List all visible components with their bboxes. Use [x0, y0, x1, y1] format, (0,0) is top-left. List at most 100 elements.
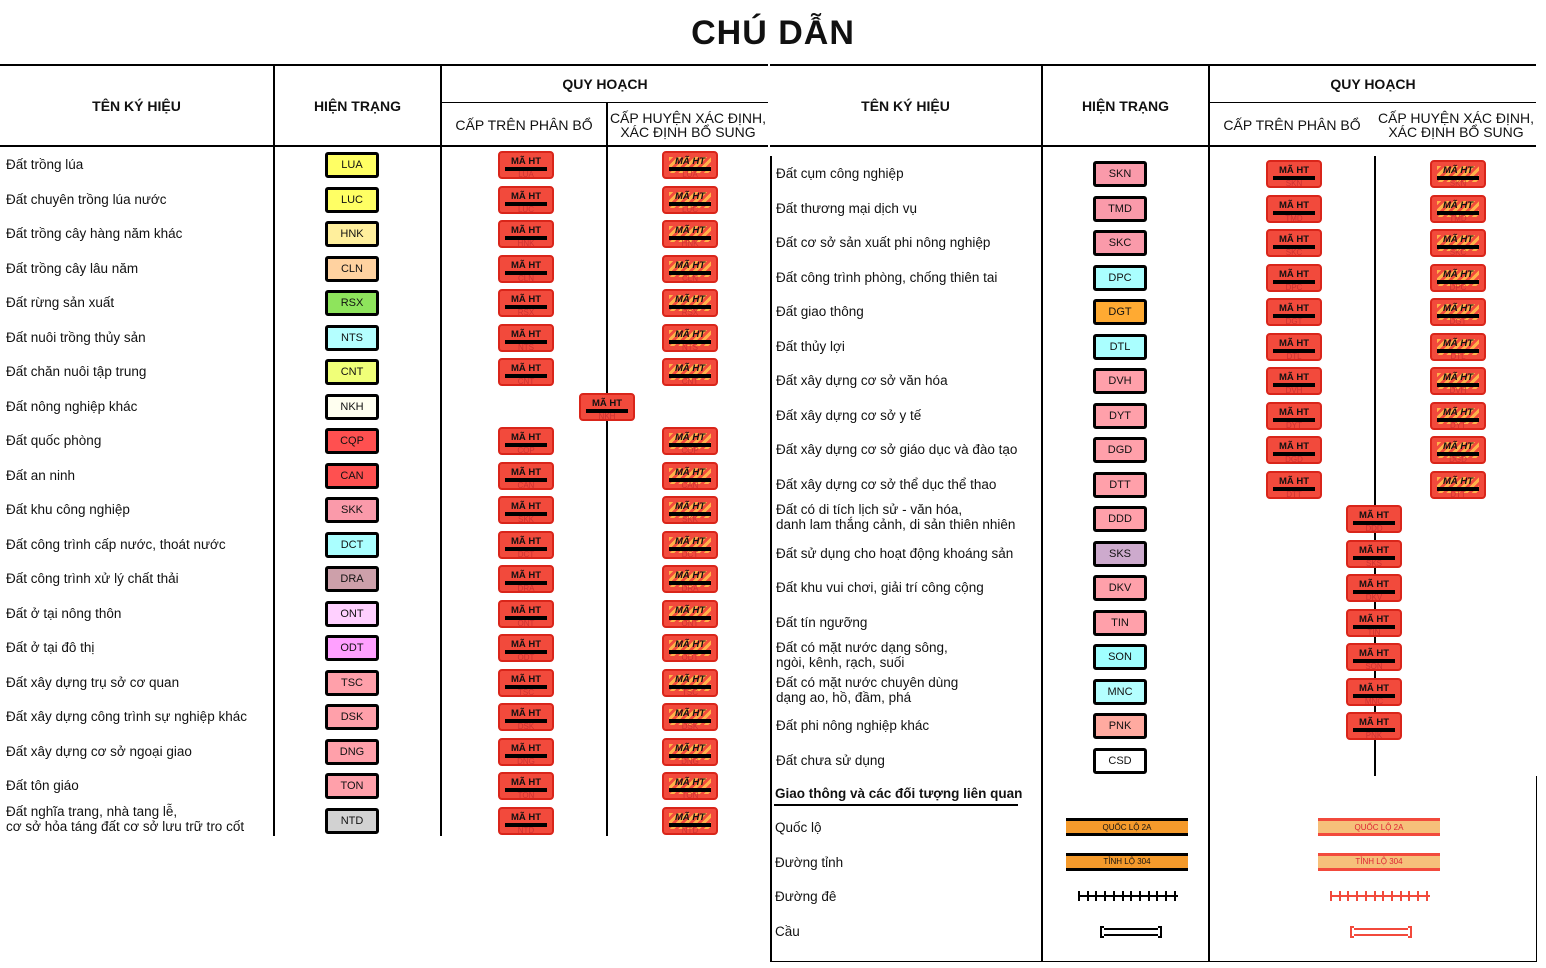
plan-symbol-strike: [669, 374, 711, 378]
row-label: Đất cụm công nghiệp: [776, 166, 904, 181]
plan-symbol-code: HNK: [517, 239, 535, 248]
row-label: Đất công trình xử lý chất thải: [6, 571, 179, 586]
row-label-line1: Đất xây dựng cơ sở văn hóa: [776, 373, 948, 388]
row-label: Đất công trình cấp nước, thoát nước: [6, 537, 226, 552]
column-divider: [1374, 156, 1376, 776]
plan-upper-symbol: MÃ HT DDD: [1346, 505, 1402, 533]
row-label: Đất công trình phòng, chống thiên tai: [776, 270, 997, 285]
plan-symbol-strike: [505, 270, 547, 275]
plan-symbol-label: MÃ HT: [510, 570, 542, 581]
status-code-box: CSD: [1093, 747, 1147, 774]
plan-symbol-code: DDD: [1365, 524, 1383, 533]
plan-symbol-code: DGD: [1285, 455, 1303, 464]
plan-symbol-strike: [1273, 348, 1315, 353]
row-label: Đất có mặt nước dạng sông,ngòi, kênh, rạ…: [776, 640, 948, 670]
plan-symbol-code: MNC: [1364, 696, 1384, 706]
status-code-box: TIN: [1093, 609, 1147, 636]
plan-symbol-strike: [505, 753, 547, 758]
plan-symbol-strike: [1353, 624, 1395, 629]
status-code-box: DGT: [1093, 299, 1147, 325]
plan-symbol-strike: [505, 822, 547, 827]
transport-label: Cầu: [775, 923, 800, 939]
status-code-box: TON: [325, 773, 379, 799]
plan-symbol-strike: [1273, 176, 1315, 180]
dike-tick: [1425, 891, 1428, 901]
status-code-box: RSX: [325, 290, 379, 316]
row-label-line1: Đất có mặt nước chuyên dùng: [776, 674, 959, 690]
plan-symbol-label: MÃ HT: [1442, 303, 1474, 314]
header-status: HIỆN TRẠNG: [313, 97, 402, 114]
plan-symbol-code: SKN: [1449, 179, 1467, 188]
plan-symbol-strike: [669, 615, 711, 620]
row-label: Đất rừng sản xuất: [6, 295, 114, 310]
transport-heading-underline: [774, 804, 1018, 806]
dike-tick: [1156, 891, 1159, 901]
bridge-end: [1158, 925, 1162, 938]
row-label: Đất có di tích lịch sử - văn hóa,danh la…: [776, 502, 1015, 532]
status-code-box: TMD: [1093, 195, 1147, 222]
plan-symbol-label: MÃ HT: [1358, 510, 1390, 521]
row-label-line1: Đất trồng cây lâu năm: [6, 260, 139, 276]
plan-symbol-strike: [505, 546, 547, 551]
plan-symbol-label: MÃ HT: [674, 225, 706, 236]
legend-title: CHÚ DẪN: [691, 14, 855, 52]
plan-symbol-strike: [1273, 486, 1315, 491]
status-code-box: SKK: [325, 497, 379, 523]
header-upper: CẤP TRÊN PHÂN BỔ: [1223, 116, 1361, 133]
plan-symbol-strike: [505, 305, 547, 309]
plan-symbol-strike: [505, 167, 547, 171]
status-code-box: DVH: [1093, 368, 1147, 394]
row-label-line1: Đất nghĩa trang, nhà tang lễ,: [6, 803, 178, 819]
plan-symbol-label: MÃ HT: [1278, 165, 1310, 176]
plan-symbol-strike: [1273, 417, 1315, 422]
row-label: Đất trồng cây hàng năm khác: [6, 226, 182, 241]
plan-symbol-code: NTS: [518, 342, 534, 352]
plan-symbol-code: TON: [681, 791, 699, 800]
plan-symbol-label: MÃ HT: [1442, 165, 1474, 176]
row-label: Đất tôn giáo: [6, 778, 79, 793]
header-name: TÊN KÝ HIỆU: [92, 97, 181, 114]
plan-symbol-label: MÃ HT: [674, 328, 706, 340]
dike-tick: [1104, 891, 1107, 901]
row-label-line1: Đất cơ sở sản xuất phi nông nghiệp: [776, 235, 991, 250]
plan-symbol-label: MÃ HT: [1442, 406, 1474, 418]
plan-symbol-code: DPC: [1449, 282, 1467, 292]
plan-symbol-strike: [1437, 314, 1479, 318]
plan-symbol-code: LUA: [518, 170, 534, 179]
row-label: Đất ở tại đô thị: [6, 640, 94, 655]
dike-symbol-current: [1078, 891, 1178, 901]
row-label-line1: Đất có di tích lịch sử - văn hóa,: [776, 502, 963, 517]
row-label: Đất chưa sử dụng: [776, 753, 885, 768]
plan-symbol-code: SKK: [517, 515, 534, 524]
plan-symbol-code: PNK: [1365, 731, 1383, 740]
plan-symbol-strike: [1273, 314, 1315, 318]
